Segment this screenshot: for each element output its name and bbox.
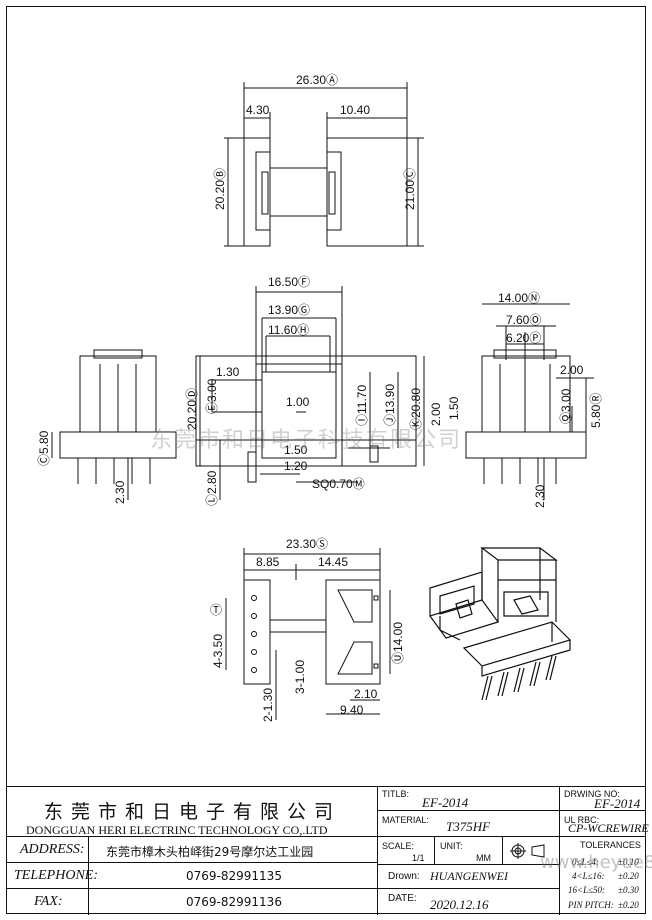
fax-value: 0769-82991136 (186, 895, 282, 909)
dim-right-overall: 14.00Ⓝ (498, 291, 540, 305)
unit-value: MM (476, 853, 491, 863)
dim-right-2-00b: 2.00 (429, 402, 443, 426)
dim-bottom-overall: 23.30Ⓢ (286, 537, 328, 551)
drawing-no-cell: DRWING NO: EF-2014 (560, 787, 646, 811)
dim-front-total-height: 20.20Ⓓ (185, 388, 199, 430)
dim-right-1-50: 1.50 (447, 396, 461, 420)
dim-bottom-right: 14.45 (318, 555, 348, 569)
company-header: 东莞市和日电子有限公司 DONGGUAN HERI ELECTRINC TECH… (6, 787, 378, 837)
tolerance-4-value: ±0.20 (618, 900, 639, 910)
front-view (195, 286, 425, 500)
dim-right-o: 7.60Ⓞ (506, 313, 541, 327)
title-label: TITLB: (382, 789, 410, 799)
company-name-en: DONGGUAN HERI ELECTRINC TECHNOLOGY CO,.L… (26, 823, 328, 837)
bottom-view (225, 548, 391, 720)
projection-symbol-icon (510, 843, 545, 859)
dim-bottom-9-40: 9.40 (340, 703, 364, 717)
dim-bottom-pitch: 4-3.50 (211, 634, 225, 668)
dim-front-1-50: 1.50 (284, 443, 308, 457)
technical-drawing: 26.30Ⓐ 4.30 10.40 20.20Ⓑ 21.00Ⓒ 16. (37, 73, 603, 722)
top-view (224, 82, 424, 247)
dim-bottom-2-10: 2.10 (354, 687, 378, 701)
isometric-view (429, 547, 572, 701)
dim-front-e: Ⓔ3.00 (205, 378, 219, 414)
dim-top-right-height: 21.00Ⓒ (403, 168, 417, 210)
dim-front-core: 11.60Ⓗ (268, 323, 309, 337)
dim-front-inner: 13.90Ⓖ (268, 303, 310, 317)
dim-right-2-00: 2.00 (560, 363, 584, 377)
address-row: ADDRESS: 东莞市樟木头柏峄街29号摩尔达工业园 (6, 837, 378, 863)
dim-front-j: Ⓙ13.90 (383, 384, 397, 426)
telephone-row: TELEPHONE: 0769-82991135 (6, 863, 378, 889)
material-value: T375HF (446, 819, 491, 834)
date-label: DATE: (388, 893, 417, 904)
dim-front-center: 1.00 (286, 395, 310, 409)
dim-right-pin: 2.30 (533, 484, 547, 508)
ul-cell: UL RBC: CP-WCREWIRE (560, 811, 649, 837)
dim-left-side-height: Ⓒ5.80 (37, 430, 51, 466)
dim-front-i: Ⓘ11.70 (355, 385, 369, 426)
dim-bottom-u: Ⓤ14.00 (391, 622, 405, 664)
dim-top-left-wall: 4.30 (246, 103, 270, 117)
title-value: EF-2014 (422, 795, 469, 810)
address-value: 东莞市樟木头柏峄街29号摩尔达工业园 (106, 845, 314, 859)
telephone-label: TELEPHONE: (14, 868, 98, 883)
tolerance-2-value: ±0.20 (618, 871, 639, 881)
dim-left-side-pin: 2.30 (113, 480, 127, 504)
material-label: MATERIAL: (382, 815, 429, 825)
tolerance-3-range: 16<L≤50: (568, 885, 606, 895)
drawing-no-label: DRWING NO: (564, 789, 620, 799)
dim-right-r: 5.80Ⓡ (589, 393, 603, 428)
fax-label: FAX: (34, 894, 63, 909)
tolerances-cell: TOLERANCES 0≤L≤4: ±0.10 4<L≤16: ±0.20 16… (560, 837, 646, 915)
date-cell: DATE: 2020.12.16 (378, 889, 560, 915)
telephone-value: 0769-82991135 (186, 869, 282, 883)
dim-bottom-hole: 2-1.30 (261, 688, 275, 722)
tolerance-4-range: PIN PITCH: (568, 900, 614, 910)
dim-front-overall: 16.50Ⓕ (268, 275, 310, 289)
dim-top-right-part: 10.40 (340, 103, 370, 117)
dim-front-1-20: 1.20 (284, 459, 308, 473)
watermark-site: www.heyue88.com (540, 852, 652, 873)
drawn-cell: Drown: HUANGENWEI (378, 865, 560, 889)
dim-front-flange: 1.30 (216, 365, 240, 379)
scale-value: 1/1 (412, 853, 425, 863)
watermark: 东莞市和日电子科技有限公司 (150, 428, 463, 453)
ul-label: UL RBC: (564, 815, 600, 825)
material-cell: MATERIAL: T375HF (378, 811, 560, 837)
dim-front-l: Ⓛ2.80 (205, 470, 219, 506)
dim-pin-square: SQ0.70Ⓜ (312, 477, 365, 491)
dim-top-width: 26.30Ⓐ (296, 73, 338, 87)
date-value: 2020.12.16 (430, 897, 489, 912)
scale-label: SCALE: (382, 841, 415, 851)
tolerance-1-value: ±0.10 (618, 857, 639, 867)
tolerance-2-range: 4<L≤16: (572, 871, 605, 881)
title-cell: TITLB: EF-2014 (378, 787, 560, 811)
company-name-cn: 东莞市和日电子有限公司 (44, 801, 342, 823)
tolerances-label: TOLERANCES (580, 840, 641, 850)
right-side-view (465, 303, 594, 500)
drawing-no-value: EF-2014 (594, 796, 641, 811)
dim-right-p: 6.20Ⓟ (506, 331, 541, 345)
tolerance-3-value: ±0.30 (618, 885, 639, 895)
dim-bottom-slot: 3-1.00 (293, 660, 307, 694)
address-label: ADDRESS: (20, 842, 85, 857)
unit-label: UNIT: (440, 841, 463, 851)
drawn-label: Drown: (388, 871, 420, 882)
title-block: 东莞市和日电子有限公司 DONGGUAN HERI ELECTRINC TECH… (6, 786, 649, 915)
dim-bottom-left: 8.85 (256, 555, 280, 569)
dim-bottom-t: Ⓣ (210, 603, 222, 617)
dim-top-left-height: 20.20Ⓑ (213, 168, 227, 210)
tolerance-1-range: 0≤L≤4: (572, 857, 599, 867)
ul-value: CP-WCREWIRE (568, 821, 649, 835)
drawing-frame (6, 6, 646, 914)
scale-unit-cell: SCALE: 1/1 UNIT: MM (378, 837, 560, 865)
drawn-value: HUANGENWEI (430, 869, 508, 883)
dim-front-k: Ⓚ20.80 (409, 388, 423, 430)
fax-row: FAX: 0769-82991136 (6, 889, 378, 915)
dim-right-q: Ⓠ3.00 (559, 388, 573, 424)
left-side-view (51, 349, 177, 500)
